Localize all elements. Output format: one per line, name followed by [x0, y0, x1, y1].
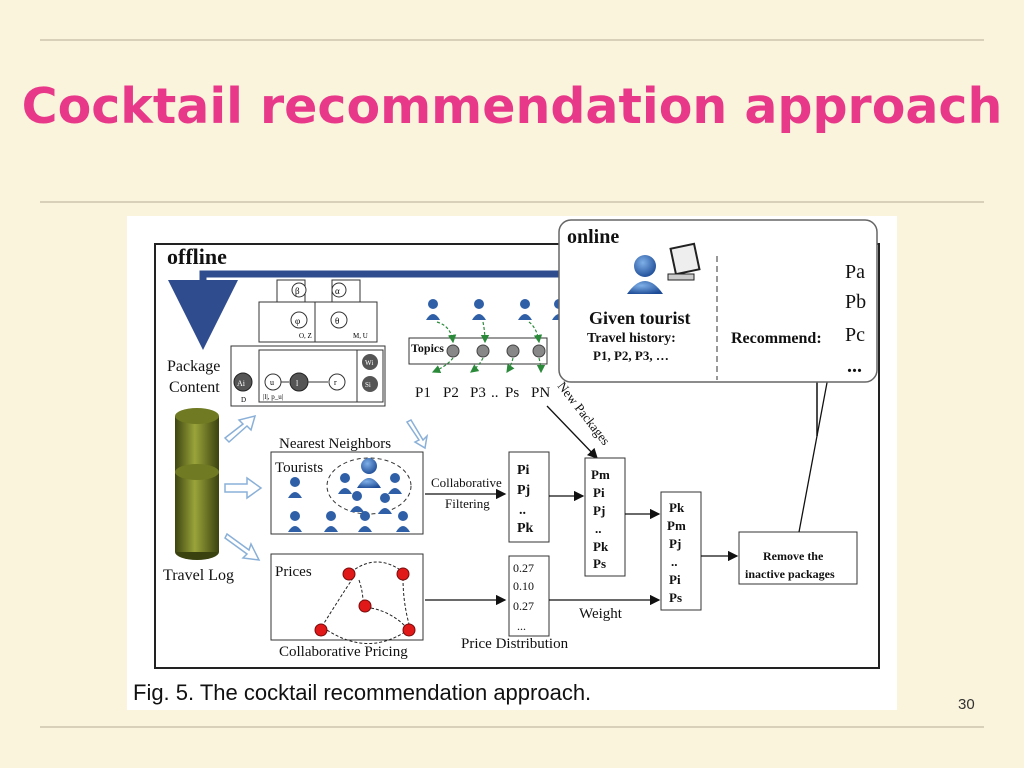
figure-panel: offline β α φ θ O, Z M, U Ai u l r D |l|… [127, 216, 897, 710]
collaborative-pricing-label: Collaborative Pricing [279, 644, 408, 660]
weighted-list-item-6: Ps [669, 590, 682, 605]
cf-list-item-2: Pj [517, 483, 530, 498]
merge-list-item-5: Pk [593, 539, 609, 554]
model-node-u: u [270, 378, 274, 387]
model-plate-d: D [241, 396, 246, 404]
weighted-list-item-2: Pm [667, 518, 686, 533]
model-plate-oz: O, Z [299, 332, 312, 340]
model-node-theta: θ [335, 316, 339, 326]
figure-caption: Fig. 5. The cocktail recommendation appr… [133, 680, 592, 705]
package-p1: P1 [415, 385, 431, 401]
model-node-si: Si [365, 381, 371, 389]
new-packages-label: New Packages [555, 379, 614, 448]
model-plate-lpu: |l|, p_u| [263, 393, 283, 401]
offline-frame [154, 243, 880, 669]
merge-list-item-2: Pi [593, 485, 605, 500]
bottom-rule [40, 726, 984, 728]
package-content-label-2: Content [169, 379, 220, 396]
price-value-4: ... [517, 619, 526, 633]
model-node-r: r [334, 378, 337, 387]
travel-history-items: P1, P2, P3, … [593, 348, 669, 363]
title-underline-rule [40, 201, 984, 203]
model-node-phi: φ [295, 316, 300, 326]
remove-inactive-label-1: Remove the [763, 549, 824, 563]
model-node-beta: β [295, 286, 300, 296]
weighted-list-item-5: Pi [669, 572, 681, 587]
cf-list-item-3: .. [519, 503, 526, 518]
price-distribution-label: Price Distribution [461, 636, 569, 652]
collaborative-filtering-label-2: Filtering [445, 496, 490, 511]
merge-list-item-1: Pm [591, 467, 610, 482]
cocktail-diagram: offline β α φ θ O, Z M, U Ai u l r D |l|… [154, 219, 880, 669]
topic-model: β α φ θ O, Z M, U Ai u l r D |l|, p_u| W… [230, 279, 386, 407]
online-label: online [567, 226, 619, 248]
page-number: 30 [958, 696, 975, 713]
model-plate-mu: M, U [353, 332, 368, 340]
package-p3: P3 [470, 385, 486, 401]
package-people-icons [426, 299, 566, 320]
model-node-ai: Ai [237, 379, 246, 388]
cf-list-item-4: Pk [517, 521, 534, 536]
package-pn: PN [531, 385, 550, 401]
new-packages-arrow [546, 405, 598, 459]
package-ps: Ps [505, 385, 519, 401]
model-node-l: l [296, 379, 299, 388]
price-value-3: 0.27 [513, 599, 534, 613]
price-distribution-box [508, 555, 550, 637]
merge-list-box [584, 457, 626, 577]
recommended-pc: Pc [845, 324, 865, 346]
recommend-label: Recommend: [731, 330, 822, 347]
package-content-label-1: Package [167, 358, 220, 375]
price-value-1: 0.27 [513, 561, 534, 575]
merge-list-item-6: Ps [593, 556, 606, 571]
topics-bar [408, 337, 548, 365]
topic-links [431, 321, 546, 374]
remove-inactive-label-2: inactive packages [745, 567, 835, 581]
top-rule [40, 39, 984, 41]
travel-history-label: Travel history: [587, 331, 676, 346]
package-p2: P2 [443, 385, 459, 401]
model-node-wi: Wi [365, 359, 373, 367]
offline-feedback-arrow [168, 270, 597, 350]
remove-to-online-line [798, 355, 833, 533]
nearest-neighbors-label: Nearest Neighbors [279, 436, 391, 452]
weighted-list-item-4: .. [671, 554, 678, 569]
recommended-more: ... [847, 355, 862, 377]
slide-title: Cocktail recommendation approach [21, 78, 1003, 135]
collaborative-filtering-label-1: Collaborative [431, 475, 502, 490]
weighted-list-box [660, 491, 702, 611]
merge-list-item-4: .. [595, 521, 602, 536]
merge-list-item-3: Pj [593, 503, 605, 518]
travel-log-database-icon [175, 408, 219, 560]
travel-log-label: Travel Log [163, 567, 234, 584]
cf-list-box [508, 451, 550, 543]
weight-label: Weight [579, 606, 623, 622]
offline-label: offline [167, 244, 227, 269]
package-ellipsis: .. [491, 385, 499, 401]
remove-inactive-box [738, 531, 858, 585]
given-tourist-icon [627, 242, 701, 294]
topics-label: Topics [411, 341, 444, 355]
neighbor-cluster [326, 457, 412, 515]
given-tourist-label: Given tourist [589, 308, 691, 328]
recommended-pb: Pb [845, 291, 866, 313]
prices-label: Prices [275, 564, 312, 580]
tourist-person-icons [288, 458, 410, 532]
model-node-alpha: α [335, 286, 340, 296]
price-value-2: 0.10 [513, 579, 534, 593]
cf-list-item-1: Pi [517, 463, 530, 478]
weighted-list-item-3: Pj [669, 536, 681, 551]
weighted-list-item-1: Pk [669, 500, 685, 515]
price-graph [314, 561, 416, 644]
tourists-label: Tourists [275, 460, 323, 476]
data-flow-arrows [223, 414, 429, 561]
recommended-pa: Pa [845, 261, 865, 283]
